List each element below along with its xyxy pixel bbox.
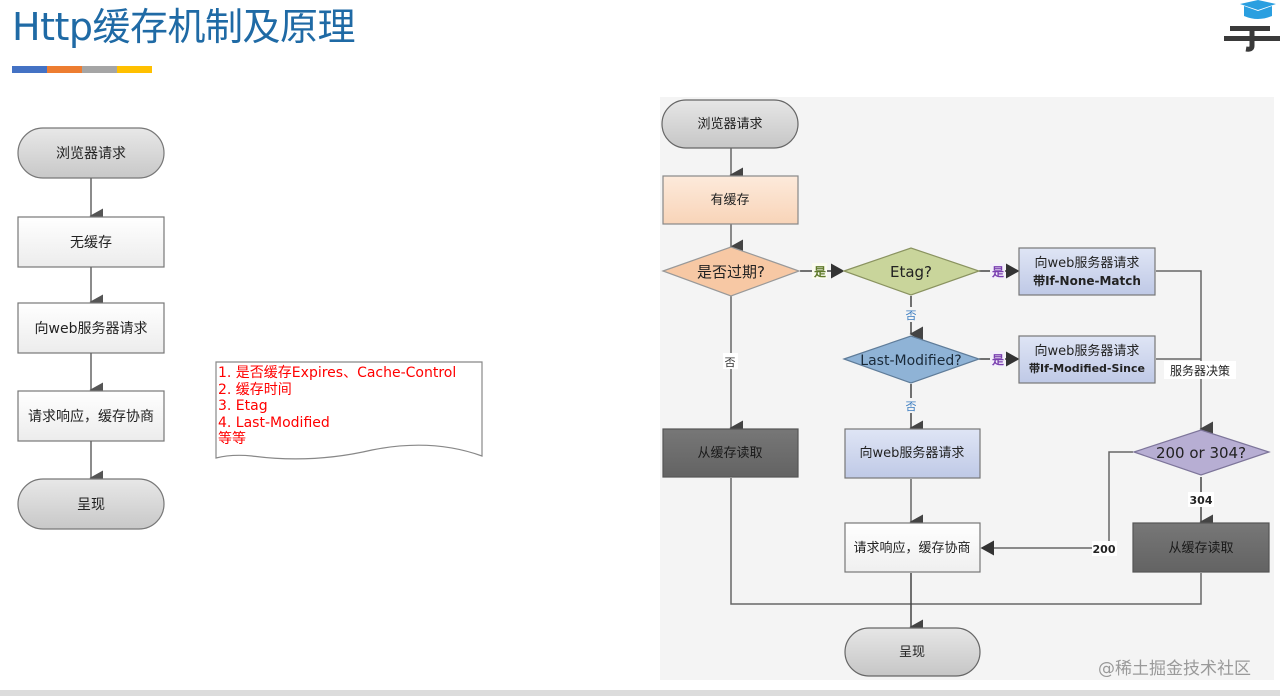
edge-label-expired-yes: 是 <box>813 265 827 279</box>
title-accent-bars <box>12 66 152 73</box>
edge-label-etag-no: 否 <box>906 309 917 322</box>
footer-bar <box>0 690 1280 696</box>
right-node-expired-decision: 是否过期? <box>661 246 801 297</box>
right-node-request-server-label: 向web服务器请求 <box>860 445 965 461</box>
page-title: Http缓存机制及原理 <box>12 5 356 49</box>
right-node-has-cache: 有缓存 <box>662 175 799 225</box>
edge-label-lm-yes: 是 <box>991 353 1005 367</box>
edge-label-lm-no: 否 <box>906 400 917 413</box>
label-bg-status-200 <box>1092 541 1117 556</box>
label-bg-status-304 <box>1188 492 1214 507</box>
label-bg-etag-no <box>904 307 919 322</box>
cache-notes-document: 1. 是否缓存Expires、Cache-Control 2. 缓存时间 3. … <box>215 361 483 460</box>
right-node-last-modified-decision: Last-Modified? <box>842 335 981 384</box>
right-node-read-cache-right: 从缓存读取 <box>1132 522 1270 573</box>
accent-bar-orange <box>47 66 82 73</box>
right-node-status-label: 200 or 304? <box>1156 444 1246 462</box>
right-node-expired-label: 是否过期? <box>697 263 765 281</box>
right-node-render: 呈现 <box>844 627 981 677</box>
right-node-start-label: 浏览器请求 <box>697 116 762 132</box>
left-node-response: 请求响应，缓存协商 <box>17 390 165 442</box>
label-bg-etag-yes <box>990 263 1005 279</box>
left-node-response-label: 请求响应，缓存协商 <box>28 408 154 425</box>
edge-cache-reads-merge <box>730 478 1202 605</box>
edge-label-status-200: 200 <box>1093 543 1116 556</box>
accent-bar-blue <box>12 66 47 73</box>
label-bg-expired-no <box>723 353 738 369</box>
left-node-no-cache-label: 无缓存 <box>70 235 112 251</box>
edge-label-etag-yes: 是 <box>991 265 1005 279</box>
right-node-mod-since-line2: 带If-Modified-Since <box>1029 361 1145 375</box>
left-node-request-server: 向web服务器请求 <box>17 302 165 354</box>
right-node-request-server: 向web服务器请求 <box>844 428 981 479</box>
left-node-start-label: 浏览器请求 <box>56 146 126 162</box>
left-node-render-label: 呈现 <box>77 497 105 513</box>
left-node-render: 呈现 <box>17 478 165 530</box>
left-node-no-cache: 无缓存 <box>17 216 165 268</box>
right-node-none-match-line1: 向web服务器请求 <box>1035 255 1140 271</box>
note-line-3: 3. Etag <box>218 398 268 414</box>
right-node-status-decision: 200 or 304? <box>1132 429 1271 476</box>
right-node-read-cache-right-label: 从缓存读取 <box>1168 541 1233 556</box>
right-node-render-label: 呈现 <box>899 645 925 660</box>
edge-label-status-304: 304 <box>1190 494 1213 507</box>
graduation-cap-logo-icon <box>1224 0 1280 52</box>
note-line-2: 2. 缓存时间 <box>218 382 292 398</box>
right-node-read-cache-left-label: 从缓存读取 <box>697 446 762 461</box>
right-node-last-modified-label: Last-Modified? <box>860 353 961 369</box>
right-node-start: 浏览器请求 <box>661 99 799 149</box>
edge-status-200 <box>980 451 1133 556</box>
edge-none-match-to-status <box>1156 270 1213 437</box>
right-node-read-cache-left: 从缓存读取 <box>662 428 799 478</box>
right-node-request-none-match: 向web服务器请求 带If-None-Match <box>1018 247 1156 296</box>
right-node-etag-label: Etag? <box>890 263 932 281</box>
label-bg-lm-no <box>904 398 919 413</box>
left-flowchart: 浏览器请求 无缓存 向web服务器请求 请求响应，缓存协商 呈现 <box>17 127 165 530</box>
edge-label-expired-no: 否 <box>725 356 736 369</box>
right-node-mod-since-line1: 向web服务器请求 <box>1035 343 1140 359</box>
note-line-4: 4. Last-Modified <box>218 415 330 431</box>
note-line-1: 1. 是否缓存Expires、Cache-Control <box>218 365 456 381</box>
right-node-has-cache-label: 有缓存 <box>710 193 749 208</box>
left-node-request-server-label: 向web服务器请求 <box>35 321 148 337</box>
accent-bar-gray <box>82 66 117 73</box>
label-bg-lm-yes <box>990 351 1005 367</box>
accent-bar-yellow <box>117 66 152 73</box>
right-node-etag-decision: Etag? <box>842 247 981 296</box>
right-node-none-match-line2: 带If-None-Match <box>1033 273 1141 288</box>
note-line-5: 等等 <box>218 430 246 447</box>
left-node-start: 浏览器请求 <box>17 127 165 179</box>
label-bg-expired-yes <box>812 263 827 279</box>
right-node-request-modified-since: 向web服务器请求 带If-Modified-Since <box>1018 335 1156 384</box>
server-decision-bg <box>1164 361 1236 379</box>
right-node-response-label: 请求响应，缓存协商 <box>853 540 970 556</box>
server-decision-label: 服务器决策 <box>1170 363 1230 378</box>
watermark: @稀土掘金技术社区 <box>1098 659 1251 679</box>
right-node-response: 请求响应，缓存协商 <box>844 522 981 573</box>
